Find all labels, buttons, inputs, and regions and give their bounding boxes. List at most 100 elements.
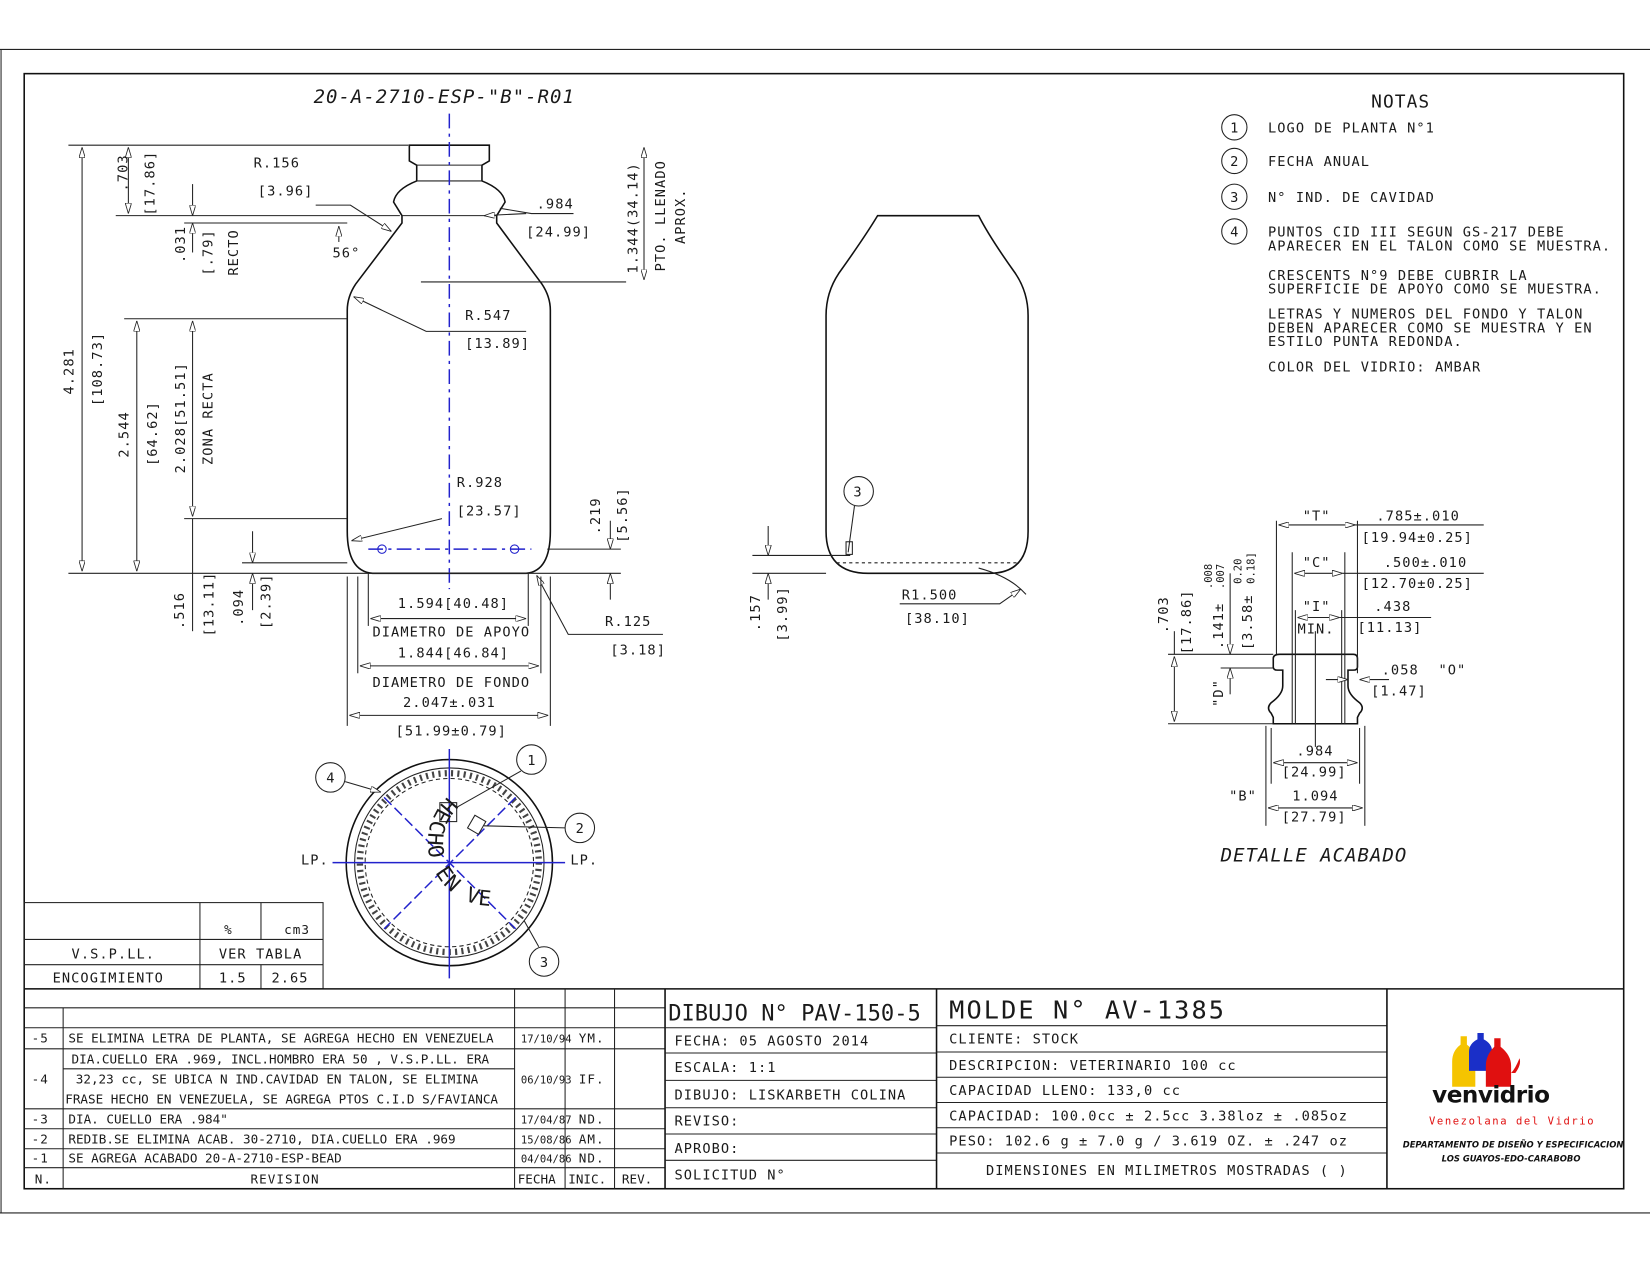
mold-number: MOLDE N° AV-1385 <box>949 995 1226 1024</box>
vspll-value: VER TABLA <box>219 946 302 962</box>
description: DESCRIPCION: VETERINARIO 100 cc <box>949 1058 1237 1074</box>
label-b: "B" <box>1229 789 1257 805</box>
finish-detail: "T" .785±.010 [19.94±0.25] "C" .500±.010… <box>1156 509 1484 867</box>
unit-percent: % <box>224 922 233 937</box>
dim-141-tol-minus: .007 <box>1215 564 1227 589</box>
dim-base-diameter: 1.844[46.84] <box>398 645 509 661</box>
note-text: LOGO DE PLANTA N°1 <box>1268 121 1435 137</box>
dim-o: .058 <box>1382 662 1419 678</box>
dim-r125: R.125 <box>605 614 651 630</box>
dim-141-mm-tol-plus: 0.20 <box>1233 559 1245 584</box>
note-number: 3 <box>1230 190 1239 206</box>
note-text: SUPERFICIE DE APOYO COMO SE MUESTRA. <box>1268 282 1602 298</box>
logo-bottle-red <box>1485 1038 1512 1087</box>
note-text: DEBEN APARECER COMO SE MUESTRA Y EN <box>1268 320 1593 336</box>
client: CLIENTE: STOCK <box>949 1032 1079 1048</box>
request-number: SOLICITUD N° <box>675 1167 786 1183</box>
dim-141: .141± <box>1211 603 1227 649</box>
callout-4: 4 <box>326 771 335 787</box>
dim-703: .703 <box>115 154 131 191</box>
label-lp-left: LP. <box>301 853 329 869</box>
notes-title: NOTAS <box>1371 91 1430 112</box>
label-approx: APROX. <box>673 188 689 244</box>
callout-1: 1 <box>527 753 536 769</box>
revision-number: -3 <box>32 1112 49 1127</box>
logo-tagline: Venezolana del Vidrio <box>1429 1116 1595 1128</box>
dim-shoulder-angle: 56° <box>333 246 361 262</box>
dim-094-mm: [2.39] <box>258 573 274 629</box>
capacity: CAPACIDAD: 100.0cc ± 2.5cc 3.38loz ± .08… <box>949 1108 1348 1124</box>
dim-finish-height-mm: [17.86] <box>1179 589 1195 654</box>
note-number: 4 <box>1230 225 1239 241</box>
full-capacity: CAPACIDAD LLENO: 133,0 cc <box>949 1083 1181 1099</box>
revision-row: -1 SE AGREGA ACABADO 20-A-2710-ESP-BEAD … <box>32 1150 605 1165</box>
shrink-pct: 1.5 <box>219 971 247 987</box>
drawn-by: DIBUJO: LISKARBETH COLINA <box>675 1087 907 1103</box>
header-number: N. <box>35 1171 52 1186</box>
dim-141-tol-plus: .008 <box>1203 564 1215 589</box>
front-view: R.156 [3.96] .984 [24.99] 56° .703 [17.8… <box>62 113 689 739</box>
vspll-table: % cm3 V.S.P.LL. VER TABLA ENCOGIMIENTO 1… <box>23 902 324 990</box>
weight: PESO: 102.6 g ± 7.0 g / 3.619 OZ. ± .247… <box>949 1134 1348 1150</box>
callout-3-bottom: 3 <box>540 955 549 971</box>
venvidrio-logo: venvidrio Venezolana del Vidrio DEPARTAM… <box>1403 1033 1624 1163</box>
revision-date: 17/10/94 <box>521 1034 572 1046</box>
label-zona-recta: ZONA RECTA <box>201 372 217 465</box>
dim-516-mm: [13.11] <box>202 572 218 637</box>
dim-finish-984: .984 <box>1296 743 1333 759</box>
revision-initials: YM. <box>579 1031 605 1046</box>
dim-i-mm: [11.13] <box>1357 620 1422 636</box>
note-number: 2 <box>1230 154 1239 170</box>
note-number: 1 <box>1230 121 1239 137</box>
vspll-label: V.S.P.LL. <box>72 946 155 962</box>
dim-2028: 2.028[51.51] <box>173 362 189 473</box>
dim-157-mm: [3.99] <box>775 586 791 642</box>
dim-219-mm: [5.56] <box>615 487 631 543</box>
approved-by: APROBO: <box>675 1141 740 1157</box>
dim-703-mm: [17.86] <box>143 151 159 216</box>
reviewed-by: REVISO: <box>675 1114 740 1130</box>
revision-date: 04/04/86 <box>521 1153 572 1165</box>
dim-094: .094 <box>231 589 247 626</box>
revision-text: REDIB.SE ELIMINA ACAB. 30-2710, DIA.CUEL… <box>68 1132 455 1147</box>
unit-cm3: cm3 <box>284 922 310 937</box>
revision-number: -1 <box>32 1150 49 1165</box>
dim-t-mm: [19.94±0.25] <box>1362 530 1473 546</box>
revision-text: DIA.CUELLO ERA .969, INCL.HOMBRO ERA 50 … <box>72 1052 490 1067</box>
dim-neck-diameter: .984 <box>537 196 574 212</box>
dim-t: .785±.010 <box>1376 509 1459 525</box>
logo-department: DEPARTAMENTO DE DISEÑO Y ESPECIFICACION <box>1403 1140 1624 1150</box>
label-c: "C" <box>1303 555 1331 571</box>
note-text: LETRAS Y NUMEROS DEL FONDO Y TALON <box>1268 307 1583 323</box>
dim-b-mm: [27.79] <box>1282 810 1347 826</box>
revision-initials: ND. <box>579 1150 605 1165</box>
dim-157: .157 <box>748 594 764 631</box>
notes: NOTAS 1 LOGO DE PLANTA N°1 2 FECHA ANUAL… <box>1221 91 1610 375</box>
revision-initials: IF. <box>579 1072 605 1087</box>
dim-finish-height: .703 <box>1156 596 1172 633</box>
dim-neck-diameter-mm: [24.99] <box>526 225 591 241</box>
dim-141-mm-tol-minus: 0.18] <box>1245 552 1257 584</box>
header-initials: INIC. <box>568 1171 606 1186</box>
revision-row: -5 SE ELIMINA LETRA DE PLANTA, SE AGREGA… <box>32 1031 605 1046</box>
revision-text: 32,23 cc, SE UBICA N IND.CAVIDAD EN TALO… <box>76 1072 479 1087</box>
dim-b: 1.094 <box>1292 789 1338 805</box>
label-lp-right: LP. <box>570 853 598 869</box>
dim-031: .031 <box>173 226 189 263</box>
dim-i: .438 <box>1374 599 1411 615</box>
shrink-label: ENCOGIMIENTO <box>53 971 164 987</box>
label-bearing-diameter: DIAMETRO DE APOYO <box>373 624 531 640</box>
dim-body-diameter: 2.047±.031 <box>403 695 496 711</box>
side-view: 3 .157 [3.99] R1.500 [38.10] <box>748 214 1029 642</box>
dim-fill-point: 1.344(34.14) <box>626 162 642 273</box>
dim-r1500-mm: [38.10] <box>905 611 970 627</box>
dim-r125-mm: [3.18] <box>610 642 666 658</box>
label-i: "I" <box>1303 599 1331 615</box>
revision-text: SE ELIMINA LETRA DE PLANTA, SE AGREGA HE… <box>68 1031 494 1046</box>
dim-2544-mm: [64.62] <box>145 401 161 466</box>
revision-initials: AM. <box>579 1132 605 1147</box>
dim-body-diameter-mm: [51.99±0.79] <box>396 723 507 739</box>
drawing-date: FECHA: 05 AGOSTO 2014 <box>675 1034 870 1050</box>
dim-r547-mm: [13.89] <box>465 336 530 352</box>
